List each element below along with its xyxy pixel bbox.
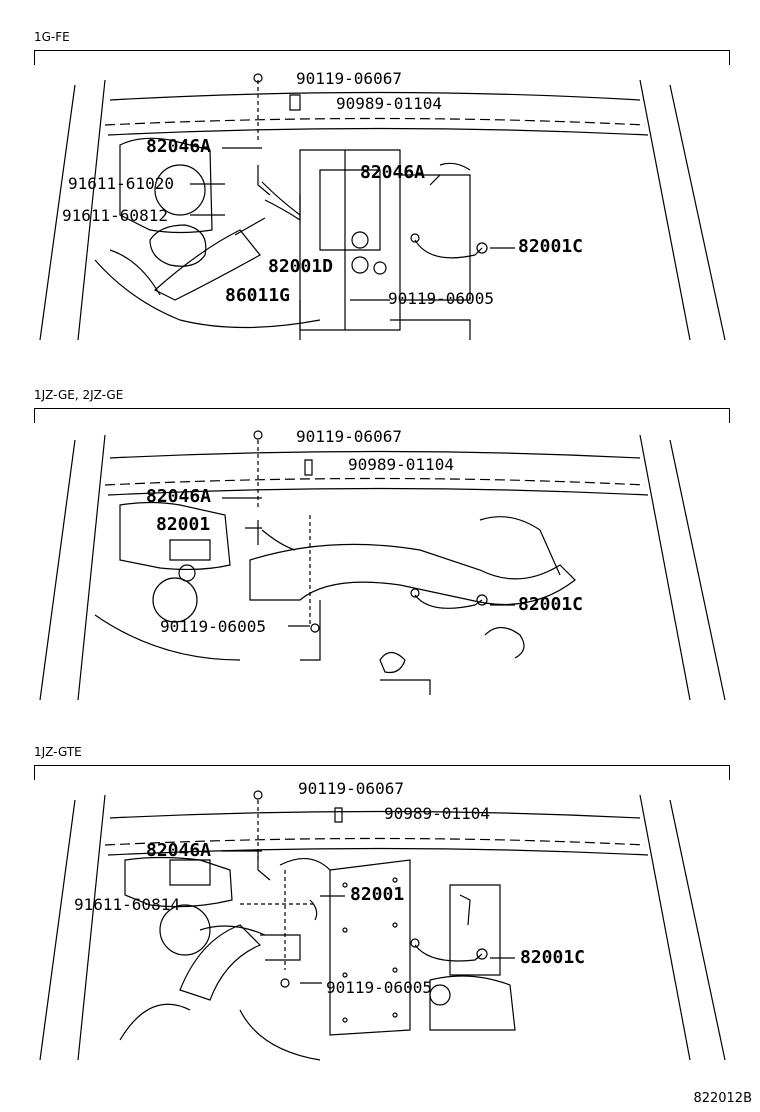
panel-title-1jz-gte: 1JZ-GTE [34, 745, 82, 759]
part-label: 82001 [156, 514, 211, 535]
panel-title-1g-fe: 1G-FE [34, 30, 70, 44]
part-label: 90989-01104 [348, 455, 454, 474]
part-label: 90119-06005 [388, 289, 494, 308]
part-label: 90119-06067 [296, 427, 402, 446]
panel-bracket [34, 765, 730, 780]
part-label: 90119-06005 [326, 978, 432, 997]
part-label: 82046A [146, 486, 212, 507]
part-label: 91611-60812 [62, 206, 168, 225]
part-label: 90119-06005 [160, 617, 266, 636]
part-label: 82046A [146, 840, 212, 861]
part-label: 82001 [350, 884, 405, 905]
part-label: 90119-06067 [296, 69, 402, 88]
part-label: 82001C [520, 947, 586, 968]
part-label: 82001C [518, 594, 584, 615]
engine-bay-illustration-1g-fe [39, 73, 726, 341]
engine-bay-illustration-1jz-ge [39, 430, 726, 701]
part-label: 82046A [360, 162, 426, 183]
part-label: 82046A [146, 136, 212, 157]
part-label: 90989-01104 [384, 804, 490, 823]
part-label: 82001D [268, 256, 334, 277]
part-label: 91611-61020 [68, 174, 174, 193]
part-label: 90119-06067 [298, 779, 404, 798]
panel-bracket [34, 408, 730, 423]
diagram-id: 822012B [693, 1091, 752, 1106]
part-label: 91611-60814 [74, 895, 180, 914]
part-label: 90989-01104 [336, 94, 442, 113]
part-label: 82001C [518, 236, 584, 257]
panel-bracket [34, 50, 730, 65]
engine-bay-illustration-1jz-gte [39, 790, 726, 1061]
panel-title-1jz-ge-2jz-ge: 1JZ-GE, 2JZ-GE [34, 388, 124, 402]
part-label: 86011G [225, 285, 291, 306]
